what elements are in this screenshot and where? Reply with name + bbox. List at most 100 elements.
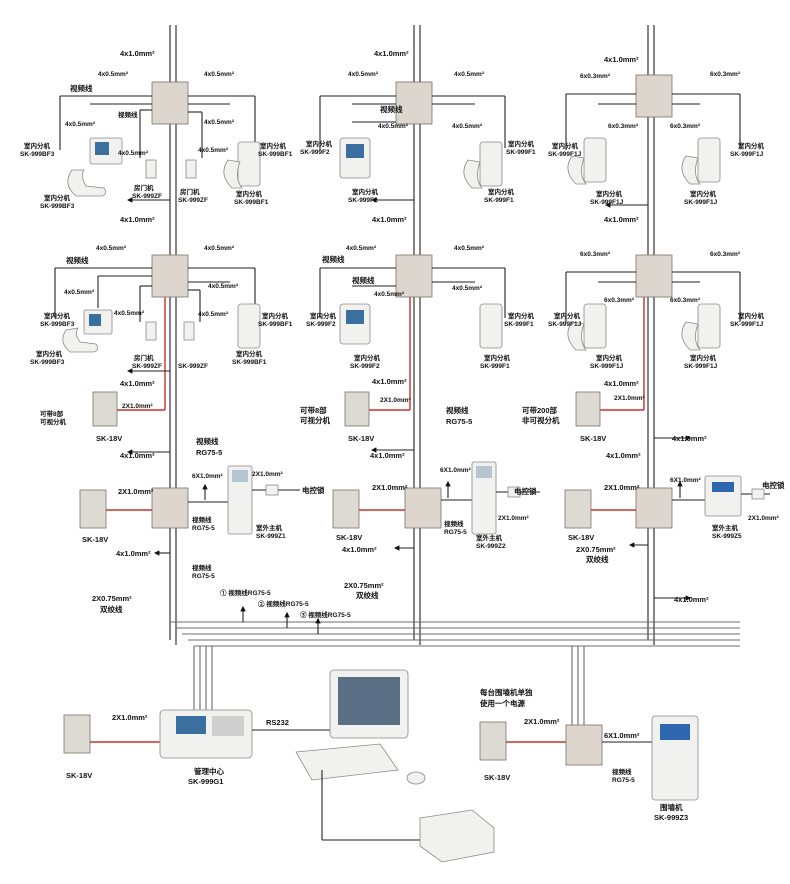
- model-label: SK-999F2: [350, 363, 380, 370]
- indoor-unit-label: 室内分机: [738, 141, 765, 150]
- cable-label: 4x0.5mm²: [204, 245, 235, 252]
- cable-label: 6x0.3mm²: [608, 123, 639, 130]
- cable-label: 4x0.5mm²: [346, 245, 377, 252]
- lock-label: 电控锁: [762, 480, 785, 490]
- indoor-unit-label: 室内分机: [354, 353, 381, 362]
- capacity-label: 可带8部: [300, 405, 327, 415]
- monitor-screen: [95, 142, 109, 155]
- capacity-label: 可视分机: [40, 417, 67, 426]
- cable-label: 4x0.5mm²: [198, 147, 229, 154]
- monitor-screen: [346, 310, 364, 324]
- cable-label: 6x0.3mm²: [670, 297, 701, 304]
- cable-label: 4x0.5mm²: [378, 123, 409, 130]
- rg75-label: RG75-5: [446, 417, 472, 426]
- power-supply-psu: [92, 391, 118, 427]
- model-label: SK-999F1J: [730, 151, 764, 158]
- outdoor-screen: [232, 470, 248, 482]
- distributor-box: [151, 487, 189, 529]
- model-label: SK-999ZF: [132, 363, 162, 370]
- cable-label: 4x1.0mm²: [672, 434, 707, 443]
- model-label: SK-999BF3: [30, 359, 65, 366]
- cable-label: 4x0.5mm²: [98, 71, 129, 78]
- model-label: SK-999BF1: [258, 151, 293, 158]
- video-line-label: 视频线: [70, 83, 93, 93]
- handset-icon: [62, 327, 98, 353]
- model-label: SK-999F2: [306, 321, 336, 328]
- monitor-screen: [89, 314, 101, 326]
- distributor-box: [395, 254, 433, 298]
- model-label: SK-999BF1: [232, 359, 267, 366]
- model-label: SK-999F1J: [684, 363, 718, 370]
- indoor-phone: [237, 303, 261, 349]
- model-label: SK-999F1: [504, 321, 534, 328]
- printer-icon: [419, 809, 495, 863]
- video-line-label: 视频线: [192, 515, 212, 524]
- outdoor-station: [471, 461, 497, 535]
- cable-label: 4x0.5mm²: [454, 71, 485, 78]
- indoor-unit-label: 室内分机: [310, 311, 337, 320]
- model-label: SK-999F1J: [548, 321, 582, 328]
- model-label: SK-999ZF: [178, 197, 208, 204]
- indoor-unit-label: 室内分机: [488, 187, 515, 196]
- cable-label: 4x0.5mm²: [208, 283, 239, 290]
- handset-icon: [567, 321, 587, 351]
- handset-icon: [681, 155, 701, 185]
- psu-label: SK-18V: [82, 535, 108, 544]
- model-label: SK-999F2: [348, 197, 378, 204]
- outdoor-unit-label: 室外主机: [256, 523, 283, 532]
- outdoor-unit-label: 室外主机: [476, 533, 503, 542]
- video-line-label: 视频线: [446, 405, 469, 415]
- cable-label: 4x0.5mm²: [118, 150, 149, 157]
- model-label: SK-999F1J: [590, 363, 624, 370]
- indoor-unit-label: 室内分机: [260, 141, 287, 150]
- electric-lock: [507, 486, 521, 498]
- psu-label: SK-18V: [96, 434, 122, 443]
- capacity-label: 非可视分机: [522, 415, 560, 425]
- door-unit-label: 房门机: [134, 353, 154, 362]
- column-1: [54, 81, 300, 535]
- model-label: SK-999BF1: [258, 321, 293, 328]
- video-line-label: ③ 视频线RG75-5: [300, 610, 351, 619]
- twisted-label: 双绞线: [356, 590, 379, 600]
- rg75-label: RG75-5: [444, 529, 467, 536]
- cable-label: 6x0.3mm²: [604, 297, 635, 304]
- model-label: SK-999ZF: [132, 193, 162, 200]
- indoor-unit-label: 室内分机: [306, 139, 333, 148]
- indoor-unit-label: 室内分机: [236, 189, 263, 198]
- cable-label: 4x1.0mm²: [116, 549, 151, 558]
- indoor-phone: [479, 303, 503, 349]
- indoor-unit-label: 室内分机: [552, 141, 579, 150]
- cable-label: 4x0.5mm²: [374, 291, 405, 298]
- cable-label: 4x0.5mm²: [454, 245, 485, 252]
- indoor-unit-label: 室内分机: [352, 187, 379, 196]
- distributor-box: [151, 81, 189, 125]
- cable-label: 6X1.0mm²: [192, 473, 224, 480]
- distributor-box: [151, 254, 189, 298]
- cable-label: 4x0.5mm²: [348, 71, 379, 78]
- power-supply-psu: [479, 721, 507, 761]
- wall-unit-label: 围墙机: [660, 802, 683, 812]
- cable-label: 4x0.5mm²: [114, 310, 145, 317]
- cable-label: 2X1.0mm²: [498, 515, 530, 522]
- indoor-unit-label: 室内分机: [36, 349, 63, 358]
- power-supply-psu: [575, 391, 601, 427]
- model-label: SK-999F1: [480, 363, 510, 370]
- cable-label: 4x1.0mm²: [604, 379, 639, 388]
- cable-label: 4x0.5mm²: [204, 119, 235, 126]
- distributor-box: [565, 724, 603, 766]
- power-supply-psu: [79, 489, 107, 529]
- distributor-box: [395, 81, 433, 125]
- indoor-phone: [583, 137, 607, 183]
- cable-label: 4x0.5mm²: [452, 285, 483, 292]
- cable-label: 2X1.0mm²: [372, 483, 408, 492]
- door-station: [145, 321, 157, 341]
- console-keypad: [212, 716, 244, 736]
- door-station: [185, 159, 197, 179]
- indoor-unit-label: 室内分机: [236, 349, 263, 358]
- handset-icon: [67, 169, 106, 197]
- monitor-screen: [346, 144, 364, 158]
- psu-label: SK-18V: [484, 773, 510, 782]
- power-supply-psu: [564, 489, 592, 529]
- distributor-box: [635, 74, 673, 118]
